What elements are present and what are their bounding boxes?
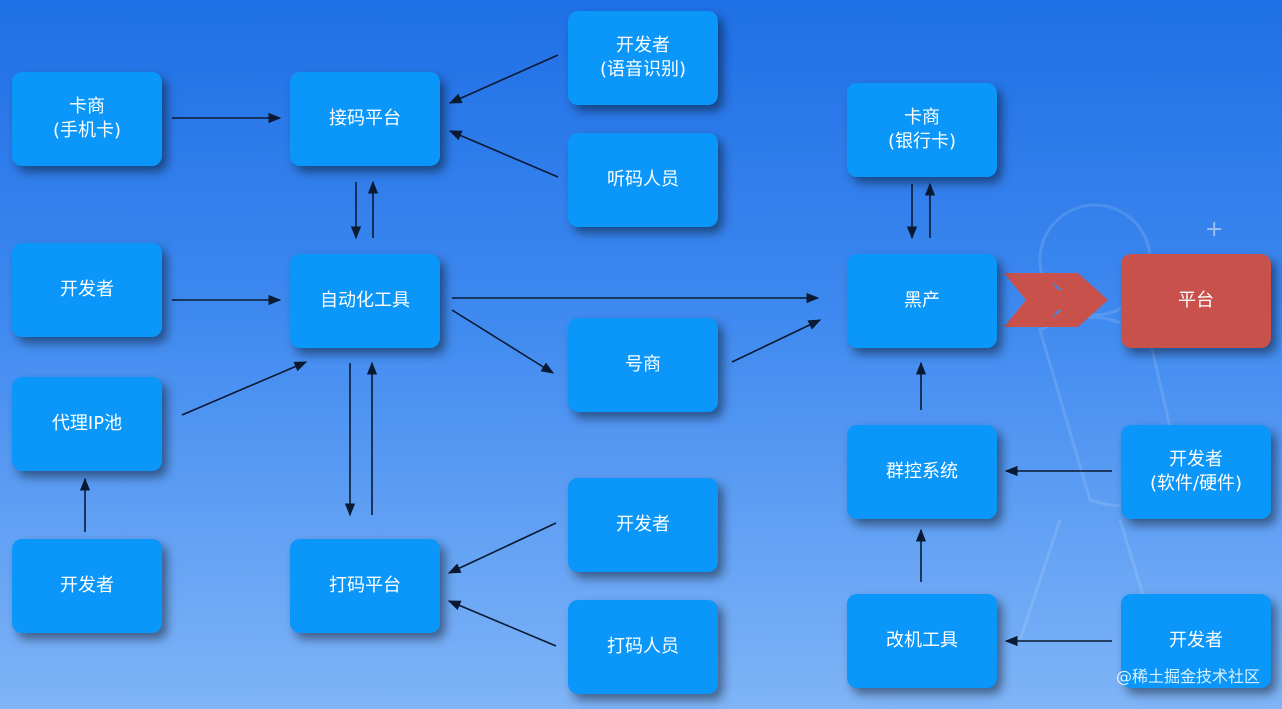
node-group-control: 群控系统 [847,425,997,519]
svg-text:+: + [1205,217,1223,242]
arrow-listener-to-sms [448,130,559,178]
node-dev-mod-label: 开发者 [1169,630,1223,651]
node-card-dealer-sim-line2: (手机卡) [52,120,122,141]
node-group-control-label: 群控系统 [886,461,958,482]
node-dev-voice-line2: (语音识别) [599,59,687,80]
node-dev-captcha: 开发者 [568,478,718,572]
watermark: @稀土掘金技术社区 [1115,667,1260,686]
node-dev-software-line1: 开发者 [1169,449,1223,470]
node-captcha-platform-label: 打码平台 [329,575,401,596]
node-black-industry: 黑产 [847,254,997,348]
node-dev-software: 开发者 (软件/硬件) [1121,425,1271,519]
node-code-listener-label: 听码人员 [607,169,679,190]
node-card-dealer-sim-line1: 卡商 [69,96,105,117]
arrow-proxy-to-auto [181,361,308,416]
node-dev-proxy: 开发者 [12,539,162,633]
node-dev-auto-label: 开发者 [60,279,114,300]
node-account-dealer: 号商 [568,318,718,412]
node-sms-platform-label: 接码平台 [329,108,401,129]
node-dev-auto: 开发者 [12,243,162,337]
node-device-mod-tool: 改机工具 [847,594,997,688]
node-captcha-worker: 打码人员 [568,600,718,694]
arrow-dev-to-captcha [447,522,557,574]
node-platform-label: 平台 [1178,290,1214,311]
node-dev-captcha-label: 开发者 [616,514,670,535]
big-arrow-black-to-platform [1004,273,1108,327]
node-card-dealer-bank-line2: (银行卡) [887,131,957,152]
node-auto-tool: 自动化工具 [290,254,440,348]
node-auto-tool-label: 自动化工具 [320,290,410,311]
node-captcha-worker-label: 打码人员 [607,636,679,657]
node-card-dealer-bank: 卡商 (银行卡) [847,83,997,177]
arrow-voice-to-sms [448,54,559,104]
node-dev-voice: 开发者 (语音识别) [568,11,718,105]
node-dev-proxy-label: 开发者 [60,575,114,596]
arrow-worker-to-captcha [447,600,557,647]
node-dev-mod: 开发者 [1121,594,1271,688]
node-dev-voice-line1: 开发者 [616,35,670,56]
node-account-dealer-label: 号商 [625,354,661,375]
node-platform: 平台 [1121,254,1271,348]
node-proxy-ip-label: 代理IP池 [51,413,123,434]
node-code-listener: 听码人员 [568,133,718,227]
node-card-dealer-sim: 卡商 (手机卡) [12,72,162,166]
arrow-account-to-black [731,319,822,363]
node-device-mod-tool-label: 改机工具 [886,630,958,651]
node-proxy-ip: 代理IP池 [12,377,162,471]
node-captcha-platform: 打码平台 [290,539,440,633]
node-black-industry-label: 黑产 [904,290,940,311]
arrow-auto-to-account [451,309,555,374]
node-sms-platform: 接码平台 [290,72,440,166]
node-dev-software-line2: (软件/硬件) [1149,473,1243,494]
node-card-dealer-bank-line1: 卡商 [904,107,940,128]
